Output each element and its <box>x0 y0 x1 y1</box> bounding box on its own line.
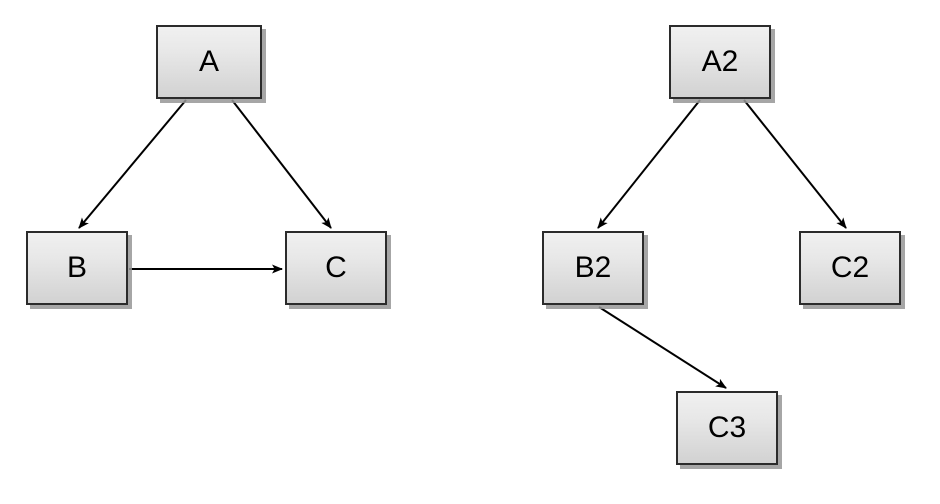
node-c2[interactable]: C2 <box>799 231 901 305</box>
edge-a-to-b <box>78 99 187 229</box>
node-b2[interactable]: B2 <box>542 231 644 305</box>
node-c2-label: C2 <box>830 251 870 284</box>
node-a[interactable]: A <box>156 25 262 99</box>
node-c-label: C <box>325 251 347 284</box>
node-c3[interactable]: C3 <box>676 391 778 465</box>
node-a-label: A <box>198 45 219 78</box>
node-b[interactable]: B <box>26 231 128 305</box>
edge-a2-to-b2 <box>597 99 701 229</box>
edge-a2-to-c2 <box>743 99 847 229</box>
node-a2[interactable]: A2 <box>669 25 771 99</box>
node-c[interactable]: C <box>285 231 387 305</box>
node-a2-label: A2 <box>701 45 739 78</box>
node-c3-label: C3 <box>707 411 747 444</box>
edge-b2-to-c3 <box>598 306 727 389</box>
node-b-label: B <box>66 251 87 284</box>
edge-group-left <box>78 99 332 274</box>
edge-a-to-c <box>231 99 332 229</box>
node-b2-label: B2 <box>574 251 612 284</box>
edge-group-right <box>597 99 847 389</box>
